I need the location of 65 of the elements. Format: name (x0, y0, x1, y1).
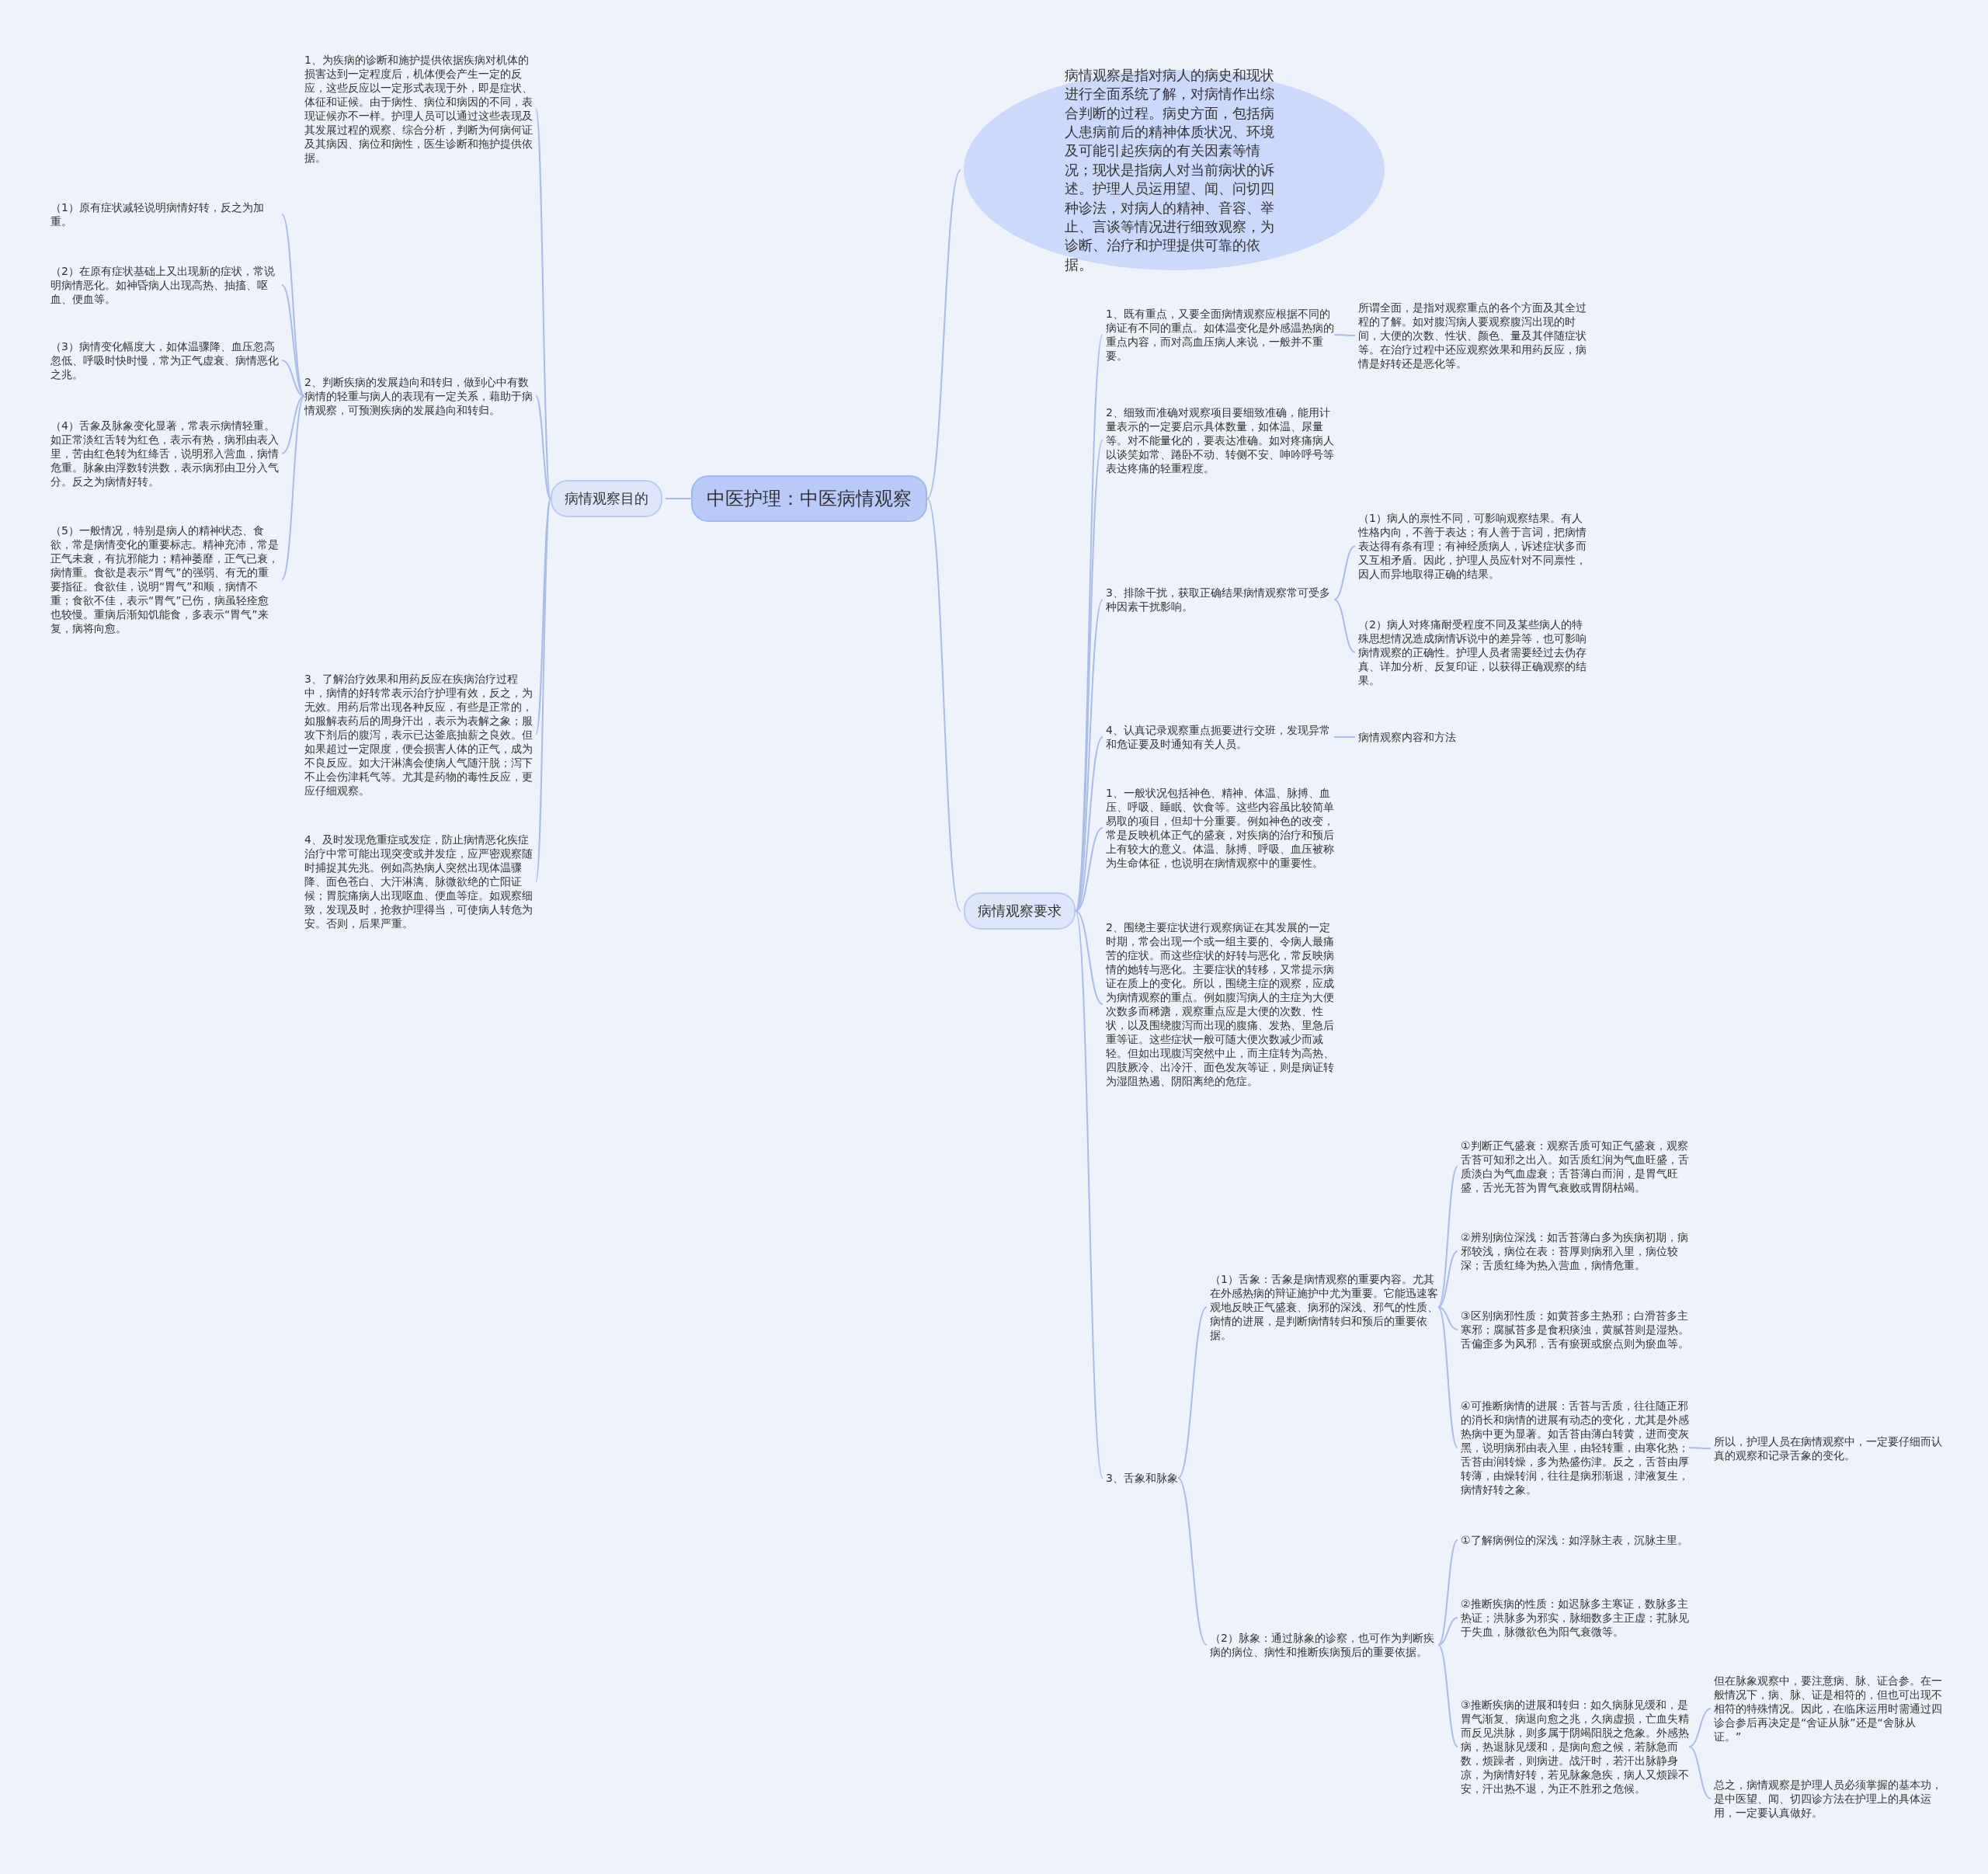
connector-line (1437, 1539, 1458, 1646)
note-text: （3）病情变化幅度大，如体温骤降、血压忽高忽低、呼吸时快时慢，常为正气虚衰、病情恶化之兆。 (50, 339, 279, 381)
connector-line (1333, 334, 1356, 336)
note-text: ③区别病邪性质：如黄苔多主热邪；白滑苔多主寒邪；腐腻苔多是食积痰浊，黄腻苔则是湿热。舌偏歪多为风邪，舌有瘀斑或瘀点则为瘀血等。 (1461, 1309, 1689, 1351)
connector-line (535, 498, 551, 882)
summary-bubble: 病情观察是指对病人的病史和现状进行全面系统了解，对病情作出综合判断的过程。病史方面，包括病人患病前后的精神体质状况、环境及可能引起疾病的有关因素等情况；现状是指病人对当前病状的诉述。护理人员运用望、闻、问切四种诊法，对病人的精神、音容、举止、言谈等情况进行细致观察，为诊断、治疗和护理提供可靠的依据。 (964, 70, 1385, 270)
note-text: 2、判断疾病的发展趋向和转归，做到心中有数病情的轻重与病人的表现有一定关系，藉助于病情观察，可预测疾病的发展趋向和转归。 (304, 375, 533, 417)
connector-line (535, 108, 551, 499)
connector-line (1333, 545, 1356, 600)
note-text: （1）原有症状减轻说明病情好转，反之为加重。 (50, 200, 279, 228)
note-text: 所谓全面，是指对观察重点的各个方面及其全过程的了解。如对腹泻病人要观察腹泻出现的时间，大便的次数、性状、颜色、量及其伴随症状等。在治疗过程中还应观察效果和用药反应，病情是好转还是恶化等。 (1358, 301, 1587, 370)
connector-line (1075, 827, 1103, 912)
connector-line (1437, 1250, 1458, 1308)
branch-topic: 病情观察要求 (964, 892, 1076, 930)
connector-line (1176, 1306, 1208, 1479)
connector-line (1688, 1708, 1712, 1747)
branch-topic: 病情观察目的 (551, 480, 662, 517)
connector-line (281, 395, 305, 580)
connector-line (1075, 910, 1103, 1005)
note-text: （1）舌象：舌象是病情观察的重要内容。尤其在外感热病的辩证施护中尤为重要。它能迅速客观地反映正气盛衰、病邪的深浅、邪气的性质、病情的进展，是判断病情转归和预后的重要依据。 (1210, 1272, 1438, 1342)
connector-line (926, 169, 961, 499)
connector-line (1333, 599, 1356, 653)
connector-line (281, 395, 305, 454)
connector-line (1688, 1447, 1712, 1449)
connector-line (1075, 910, 1103, 1479)
note-text: 3、舌象和脉象 (1106, 1471, 1178, 1485)
connector-line (1333, 736, 1356, 738)
note-text: 2、细致而准确对观察项目要细致准确，能用计量表示的一定要启示具体数量，如体温、尿量等。对不能量化的，要表达准确。如对疼痛病人以谈笑如常、踡卧不动、转侧不安、呻吟呼号等表达疼痛的轻重程度。 (1106, 405, 1334, 475)
note-text: （4）舌象及脉象变化显著，常表示病情轻重。如正常淡红舌转为红色，表示有热，病邪由表入里，苦由红色转为红绛舌，说明邪入营血，病情危重。脉象由浮数转洪数，表示病邪由卫分入气分。反之为病情好转。 (50, 419, 279, 488)
note-text: 病情观察内容和方法 (1358, 730, 1456, 744)
note-text: （2）脉象：通过脉象的诊察，也可作为判断疾病的病位、病性和推断疾病预后的重要依据。 (1210, 1631, 1438, 1659)
note-text: 所以，护理人员在病情观察中，一定要仔细而认真的观察和记录舌象的变化。 (1714, 1434, 1942, 1462)
note-text: ②辨别病位深浅：如舌苔薄白多为疾病初期，病邪较浅，病位在表：苔厚则病邪入里，病位较深；舌质红绛为热入营血，病情危重。 (1461, 1230, 1689, 1272)
note-text: （2）病人对疼痛耐受程度不同及某些病人的特殊思想情况造成病情诉说中的差异等，也可影响病情观察的正确性。护理人员者需要经过去伪存真、详加分析、反复印证，以获得正确观察的结果。 (1358, 617, 1587, 687)
connector-line (1437, 1306, 1458, 1448)
connector-line (1176, 1477, 1208, 1646)
note-text: ①判断正气盛衰：观察舌质可知正气盛衰，观察舌苔可知邪之出入。如舌质红润为气血旺盛，舌质淡白为气血虚衰；舌苔薄白而润，是胃气旺盛，舌光无苔为胃气衰败或胃阴枯竭。 (1461, 1139, 1689, 1194)
note-text: （2）在原有症状基础上又出现新的症状，常说明病情恶化。如神昏病人出现高热、抽搐、呕血、便血等。 (50, 264, 279, 306)
connector-line (535, 498, 551, 735)
connector-line (665, 498, 692, 499)
note-text: ②推断疾病的性质：如迟脉多主寒证，数脉多主热证；洪脉多为邪实，脉细数多主正虚；芤脉见于失血，脉微欲色为阳气衰微等。 (1461, 1597, 1689, 1639)
note-text: 3、排除干扰，获取正确结果病情观察常可受多种因素干扰影响。 (1106, 586, 1334, 614)
note-text: 4、及时发现危重症或发症，防止病情恶化疾症治疗中常可能出现突变或并发症，应严密观察随时捕捉其先兆。例如高热病人突然出现体温骤降、面色苍白、大汗淋漓、脉微欲绝的亡阳证候；胃脘痛病人出现呕血、便血等症。如观察细致，发现及时，抢救护理得当，可使病人转危为安。否则，后果严重。 (304, 833, 533, 930)
note-text: 1、一般状况包括神色、精神、体温、脉搏、血压、呼吸、睡眠、饮食等。这些内容虽比较简单易取的项目，但却十分重要。例如神色的改变，常是反映机体正气的盛衰，对疾病的治疗和预后上有较大的意义。体温、脉搏、呼吸、血压被称为生命体征，也说明在病情观察中的重要性。 (1106, 786, 1334, 870)
connector-line (1688, 1746, 1712, 1799)
note-text: 总之，病情观察是护理人员必须掌握的基本功，是中医望、闻、切四诊方法在护理上的具体运用，一定要认真做好。 (1714, 1778, 1942, 1820)
connector-line (281, 360, 305, 397)
note-text: 2、围绕主要症状进行观察病证在其发展的一定时期，常会出现一个或一组主要的、令病人最痛苦的症状。而这些症状的好转与恶化，常反映病情的她转与恶化。主要症状的转移，又常提示病证在质上的变化。所以，围绕主症的观察，应成为病情观察的重点。例如腹泻病人的主症为大便次数多而稀溏，观察重点应是大便的次数、性状，以及围绕腹泻而出现的腹痛、发热、里急后重等证。这些症状一般可随大便次数减少而减轻。但如出现腹泻突然中止，而主症转为高热、四肢厥冷、出冷汗、面色发灰等证，则是病证转为湿阻热遏、阴阳离绝的危症。 (1106, 920, 1334, 1088)
note-text: ④可推断病情的进展：舌苔与舌质，往往随正邪的消长和病情的进展有动态的变化，尤其是外感热病中更为显著。如舌苔由薄白转黄，进而变灰黑，说明病邪由表入里，由轻转重，由寒化热；舌苔由润转燥，多为热盛伤津。反之，舌苔由厚转薄，由燥转润，往往是病邪渐退，津液复生，病情好转之象。 (1461, 1399, 1689, 1497)
note-text: （5）一般情况，特别是病人的精神状态、食欲，常是病情变化的重要标志。精神充沛，常是正气未衰，有抗邪能力；精神萎靡，正气已衰，病情重。食欲是表示“胃气”的强弱、有无的重要指征。食欲佳，说明“胃气”和顺，病情不重；食欲不佳，表示“胃气”已伤，病虽轻痊愈也较慢。重病后渐知饥能食，多表示“胃气”来复，病将向愈。 (50, 523, 279, 635)
note-text: 4、认真记录观察重点扼要进行交班，发现异常和危证要及时通知有关人员。 (1106, 723, 1334, 751)
note-text: ①了解病例位的深浅：如浮脉主表，沉脉主里。 (1461, 1533, 1689, 1547)
note-text: 但在脉象观察中，要注意病、脉、证合参。在一般情况下，病、脉、证是相符的，但也可出现不相符的特殊情况。因此，在临床运用时需通过四诊合参后再决定是“舍证从脉”还是“舍脉从证。” (1714, 1674, 1942, 1744)
connector-line (1437, 1644, 1458, 1747)
connector-line (926, 498, 961, 912)
note-text: 1、既有重点，又要全面病情观察应根据不同的病证有不同的重点。如体温变化是外感温热病的重点内容，而对高血压病人来说，一般并不重要。 (1106, 307, 1334, 363)
note-text: 1、为疾病的诊断和施护提供依据疾病对机体的损害达到一定程度后，机体便会产生一定的反应，这些反应以一定形式表现于外，即是症状、体征和证候。由于病性、病位和病因的不同，表现证候亦不一样。护理人员可以通过这些表现及其发展过程的观察、综合分析，判断为何病何证及其病因、病位和病性，医生诊断和拖护提供依据。 (304, 53, 533, 165)
connector-line (1437, 1306, 1458, 1330)
note-text: （1）病人的禀性不同，可影响观察结果。有人性格内向，不善于表达；有人善于言词，把病情表达得有条有理；有神经质病人，诉述症状多而又互相矛盾。因此，护理人员应针对不同禀性，因人而异地取得正确的结果。 (1358, 511, 1587, 581)
note-text: 3、了解治疗效果和用药反应在疾病治疗过程中，病情的好转常表示治疗护理有效，反之，为无效。用药后常出现各种反应，有些是正常的，如服解表药后的周身汗出，表示为表解之象；服攻下剂后的腹泻，表示已达釜底抽薪之良效。但如果超过一定限度，便会损害人体的正气，成为不良反应。如大汗淋漓会使病人气随汗脱；泻下不止会伤津耗气等。尤其是药物的毒性反应，更应仔细观察。 (304, 672, 533, 798)
connector-line (1437, 1617, 1458, 1646)
note-text: ③推断疾病的进展和转归：如久病脉见缓和，是胃气渐复、病退向愈之兆，久病虚损，亡血失精而反见洪脉，则多属于阴竭阳脱之危象。外感热病，热退脉见缓和，是病向愈之候，若脉急而数，烦躁者，则病进。战汗时，若汗出脉静身凉，为病情好转，若见脉象急疾，病人又烦躁不安，汗出热不退，为正不胜邪之危候。 (1461, 1698, 1689, 1796)
central-topic: 中医护理：中医病情观察 (691, 475, 927, 522)
connector-line (1437, 1166, 1458, 1308)
connector-line (535, 395, 551, 499)
